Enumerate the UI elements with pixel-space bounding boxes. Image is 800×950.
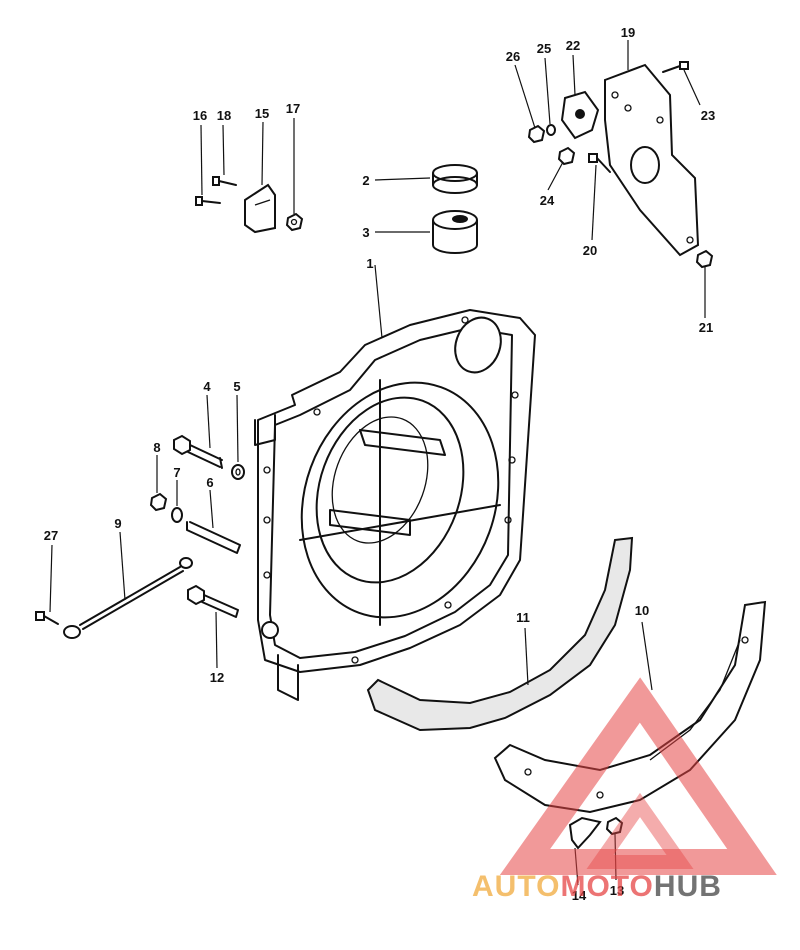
nut-part-13 bbox=[605, 816, 624, 836]
callout-6: 6 bbox=[206, 475, 213, 490]
nut-part-21 bbox=[695, 249, 714, 269]
watermark-triangle-icon bbox=[499, 677, 777, 875]
callout-7: 7 bbox=[173, 465, 180, 480]
bolt-part-12 bbox=[187, 584, 239, 618]
watermark-logo: AUTOMOTOHUB bbox=[472, 677, 777, 903]
callout-9: 9 bbox=[114, 516, 121, 531]
watermark-text-auto: AUTO bbox=[472, 870, 560, 903]
screw-part-20 bbox=[588, 153, 611, 173]
screw-part-18 bbox=[212, 176, 237, 186]
ring-part bbox=[432, 164, 478, 194]
flywheel-housing-part bbox=[254, 309, 536, 701]
callout-2: 2 bbox=[362, 173, 369, 188]
mount-bracket-part bbox=[604, 63, 700, 257]
callout-13: 13 bbox=[610, 883, 624, 898]
watermark-text-moto: MOTO bbox=[560, 870, 653, 903]
gasket-part-11 bbox=[366, 536, 634, 732]
knob-part-22 bbox=[560, 90, 600, 140]
callout-19: 19 bbox=[621, 25, 635, 40]
watermark-inner-triangle-icon bbox=[586, 792, 694, 869]
nut-part-24 bbox=[557, 146, 576, 166]
stud-part-6 bbox=[186, 521, 241, 554]
small-bracket-part bbox=[244, 183, 276, 234]
callout-11: 11 bbox=[516, 610, 530, 625]
watermark-text-hub: HUB bbox=[654, 870, 722, 903]
screw-part-27 bbox=[35, 611, 59, 625]
callout-22: 22 bbox=[566, 38, 580, 53]
bushing-part bbox=[432, 210, 478, 254]
callout-8: 8 bbox=[153, 440, 160, 455]
callout-18: 18 bbox=[217, 108, 231, 123]
callout-12: 12 bbox=[210, 670, 224, 685]
watermark-text: AUTOMOTOHUB bbox=[472, 870, 722, 903]
callout-1: 1 bbox=[366, 256, 373, 271]
ground-strap-part-9 bbox=[63, 557, 193, 639]
callout-labels: 1 2 3 4 5 6 7 8 9 10 11 12 13 14 15 16 1… bbox=[44, 25, 715, 903]
screw-part-23 bbox=[662, 61, 689, 73]
callout-16: 16 bbox=[193, 108, 207, 123]
screw-part-16 bbox=[195, 196, 221, 206]
callout-26: 26 bbox=[506, 49, 520, 64]
callout-24: 24 bbox=[540, 193, 555, 208]
callout-21: 21 bbox=[699, 320, 713, 335]
callout-14: 14 bbox=[572, 888, 587, 903]
washer-part-7 bbox=[171, 507, 183, 523]
nut-part-26 bbox=[527, 124, 546, 144]
washer-part-25 bbox=[546, 124, 556, 136]
callout-27: 27 bbox=[44, 528, 58, 543]
callout-23: 23 bbox=[701, 108, 715, 123]
callout-20: 20 bbox=[583, 243, 597, 258]
nut-part-17 bbox=[285, 212, 304, 232]
callout-5: 5 bbox=[233, 379, 240, 394]
clip-part-14 bbox=[568, 816, 602, 850]
callout-10: 10 bbox=[635, 603, 649, 618]
bolt-part-4 bbox=[173, 434, 223, 469]
nut-part-8 bbox=[149, 492, 168, 512]
washer-part-5 bbox=[231, 464, 245, 480]
callout-4: 4 bbox=[203, 379, 211, 394]
callout-15: 15 bbox=[255, 106, 269, 121]
callout-3: 3 bbox=[362, 225, 369, 240]
callout-17: 17 bbox=[286, 101, 300, 116]
callout-25: 25 bbox=[537, 41, 551, 56]
